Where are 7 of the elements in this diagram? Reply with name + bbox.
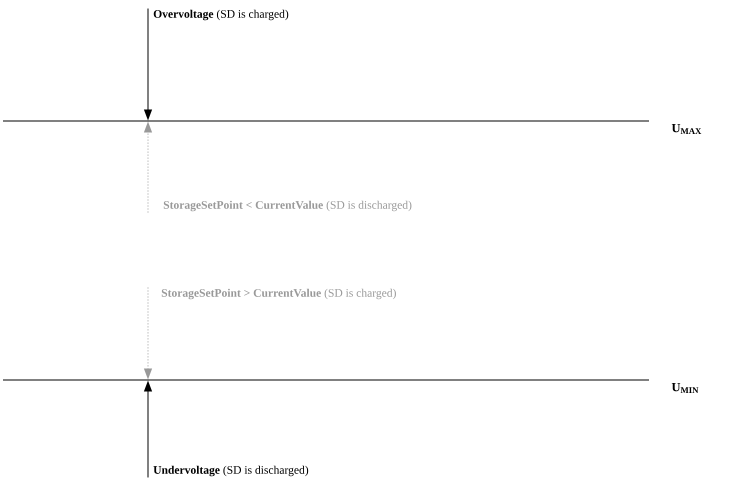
level-label: U$_{MAX}$ (672, 124, 702, 134)
level-line (2, 120, 650, 122)
text-label: StorageSetPoint > CurrentValue (SD is charged) (162, 288, 396, 300)
text-label: StorageSetPoint < CurrentValue (SD is discharged) (164, 200, 412, 212)
text-label: Overvoltage (SD is charged) (154, 10, 288, 20)
text-label: Undervoltage (SD is discharged) (153, 466, 308, 476)
level-label: U$_{MIN}$ (672, 383, 698, 393)
